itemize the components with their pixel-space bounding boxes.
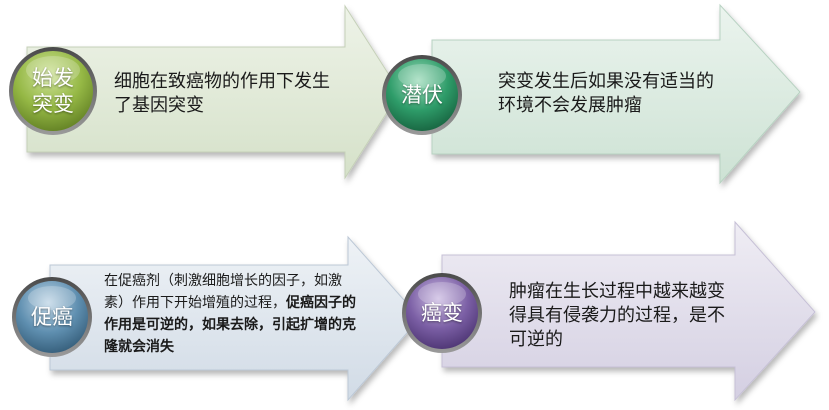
stage-circle-4 (402, 273, 482, 353)
stage-arrow-4 (441, 220, 816, 402)
stage-description-2: 突变发生后如果没有适当的环境不会发展肿瘤 (498, 71, 714, 116)
stage-arrow-1 (26, 4, 401, 180)
stage-circle-3 (12, 277, 92, 357)
stage-label-2: 潜伏 (401, 83, 443, 107)
stage-description-4: 肿瘤在生长过程中越来越变得具有侵袭力的过程，是不可逆的 (509, 281, 725, 350)
stage-description-3: 在促癌剂（刺激细胞增长的因子，如激素）作用下开始增殖的过程，促癌因子的作用是可逆… (104, 270, 356, 358)
stage-circle-2 (382, 55, 462, 135)
stage-label-3: 促癌 (31, 305, 73, 329)
stage-label-1-line2: 突变 (32, 92, 74, 116)
stage-description-3-normal: 在促癌剂（刺激细胞增长的因子，如激素）作用下开始增殖的过程， (104, 273, 342, 311)
stage-label-1: 始发 突变 (13, 58, 93, 124)
stage-description-1: 细胞在致癌物的作用下发生了基因突变 (114, 71, 330, 116)
stage-arrow-2 (431, 3, 801, 185)
stage-label-4: 癌变 (421, 301, 463, 325)
stage-circle-1 (9, 47, 97, 135)
stage-label-1-line1: 始发 (32, 66, 74, 90)
stage-description-3-bold: 促癌因子的作用是可逆的，如果去除，引起扩增的克隆就会消失 (104, 295, 356, 355)
stage-arrow-3 (49, 235, 421, 402)
